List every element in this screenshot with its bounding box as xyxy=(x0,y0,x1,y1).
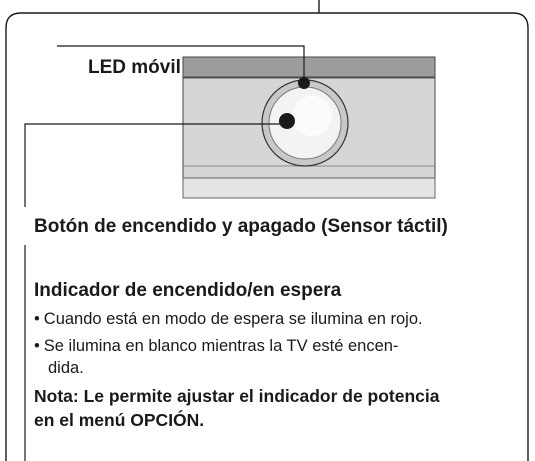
bullet-marker: • xyxy=(34,310,40,328)
note-line: en el menú OPCIÓN. xyxy=(34,410,205,430)
bullet-text: Cuando está en modo de espera se ilumina… xyxy=(43,310,423,328)
indicator-bullet: •Se ilumina en blanco mientras la TV est… xyxy=(34,337,398,356)
indicator-bullet: •Cuando está en modo de espera se ilumin… xyxy=(34,310,423,329)
bullet-marker: • xyxy=(34,337,40,355)
led-indicator xyxy=(298,77,310,89)
note-line: Nota: Le permite ajustar el indicador de… xyxy=(34,386,440,406)
led-label: LED móvil xyxy=(88,57,181,78)
led-leader-line xyxy=(57,45,305,77)
indicator-title: Indicador de encendido/en espera xyxy=(34,280,342,301)
section-frame xyxy=(5,0,529,461)
bullet-continuation: dida. xyxy=(48,359,84,377)
power-button-title: Botón de encendido y apagado (Sensor tác… xyxy=(34,216,448,237)
tv-front-panel xyxy=(182,56,436,199)
power-leader-line xyxy=(24,121,288,461)
bullet-text: Se ilumina en blanco mientras la TV esté… xyxy=(43,337,399,355)
